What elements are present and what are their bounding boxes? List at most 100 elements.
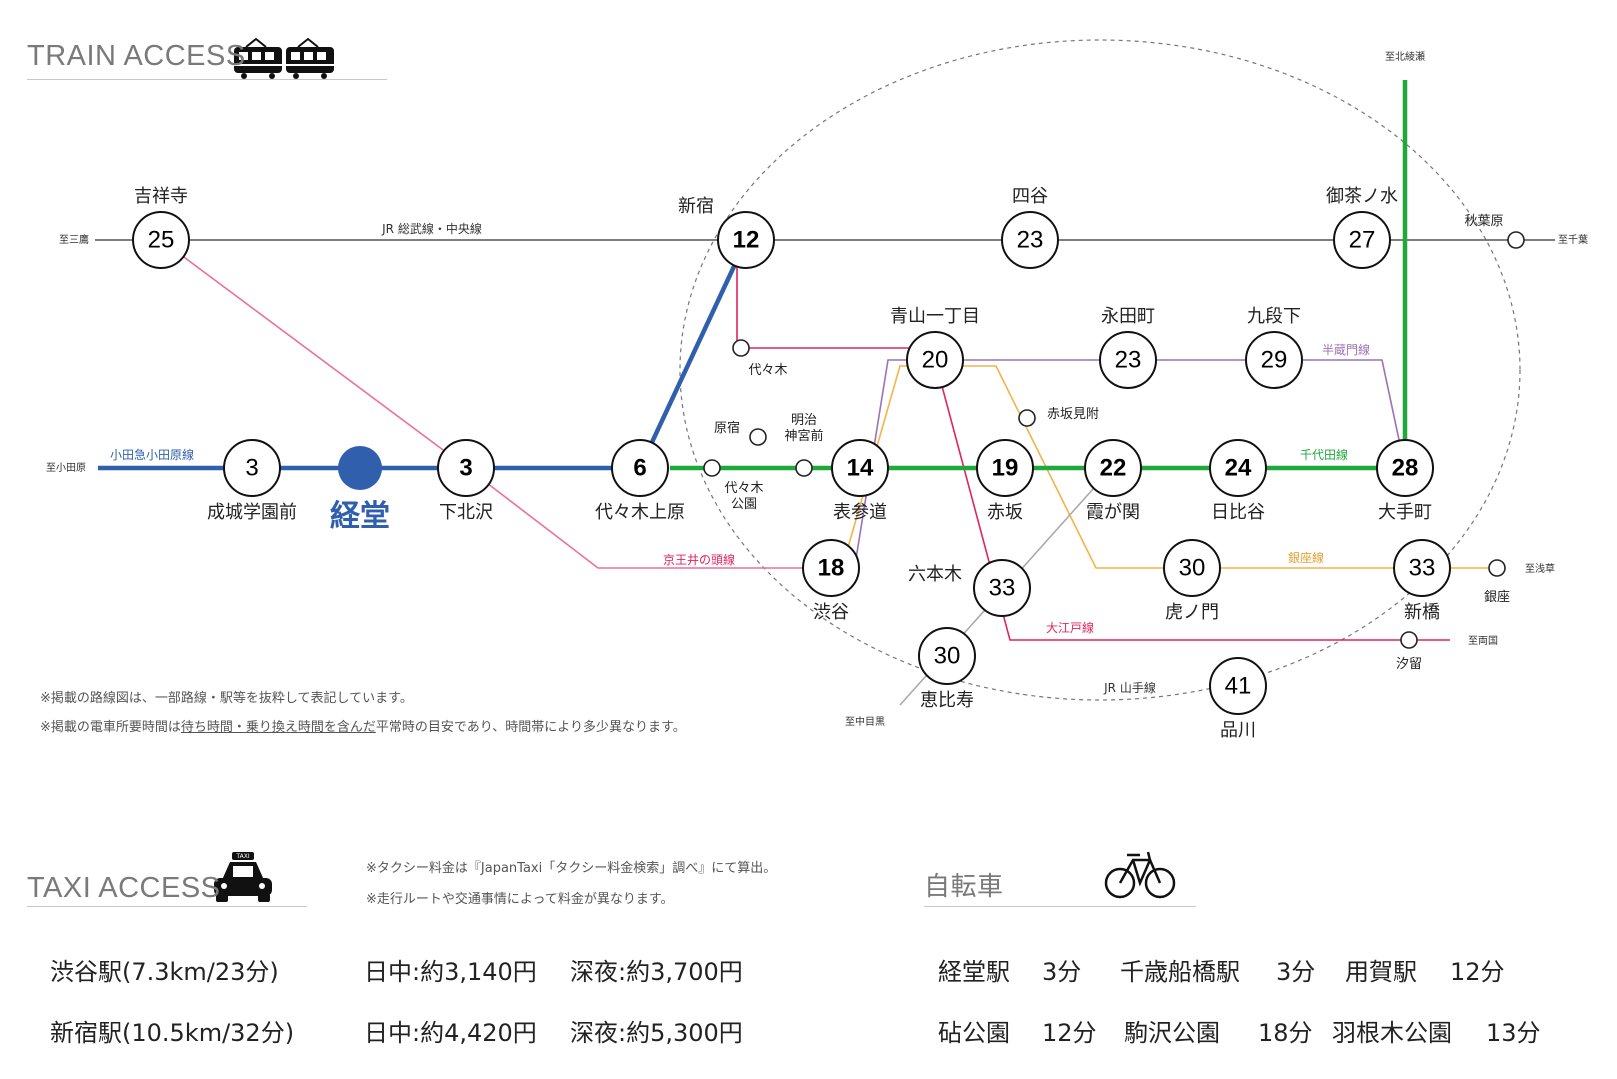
- station-marker-kichijoji: [132, 211, 190, 269]
- station-minutes-hibiya: 24: [1225, 454, 1252, 481]
- bike-place-4: 砧公園: [938, 1019, 1010, 1047]
- taxi-row-day-2: 日中:約4,420円: [364, 1019, 537, 1047]
- station-marker-shinjuku: [717, 211, 775, 269]
- station-name-omotesando: 表参道: [833, 502, 887, 523]
- station-name-yoyogiuehara: 代々木上原: [595, 502, 685, 523]
- station-marker-akasaka: [976, 439, 1034, 497]
- station-name-shinagawa: 品川: [1220, 720, 1256, 741]
- terminus-odawara: 至小田原: [46, 462, 86, 474]
- taxi-row-dest-2: 新宿駅(10.5km/32分): [50, 1019, 295, 1047]
- station-name-hibiya: 日比谷: [1211, 502, 1265, 523]
- station-minutes-nagatacho: 23: [1115, 346, 1142, 373]
- station-marker-toranomon: [1163, 539, 1221, 597]
- oedo-line-2: [934, 359, 1450, 641]
- station-marker-otemachi: [1376, 439, 1434, 497]
- station-minutes-ebisu: 30: [934, 642, 961, 669]
- station-marker-yoyogiuehara: [611, 439, 669, 497]
- station-name-yotsuya: 四谷: [1012, 186, 1048, 207]
- bike-place-3: 用賀駅: [1345, 958, 1417, 986]
- bike-place-2: 千歳船橋駅: [1120, 958, 1240, 986]
- label-chiyoda: 千代田線: [1300, 447, 1348, 462]
- label-keio: 京王井の頭線: [663, 552, 735, 567]
- taxi-icon: TAXI: [214, 852, 272, 902]
- small-station-name-ginza: 銀座: [1484, 590, 1510, 605]
- small-station-harajuku: [749, 428, 767, 446]
- bike-time-5: 18分: [1258, 1019, 1313, 1047]
- station-minutes-toranomon: 30: [1179, 554, 1206, 581]
- station-minutes-otemachi: 28: [1392, 454, 1419, 481]
- station-marker-aoyama: [906, 331, 964, 389]
- taxi-row-night-2: 深夜:約5,300円: [570, 1019, 743, 1047]
- small-station-name-meiji: 明治神宮前: [784, 413, 823, 444]
- taxi-row-night-1: 深夜:約3,700円: [570, 958, 743, 986]
- small-station-ginza: [1488, 559, 1506, 577]
- jr-yamanote-loop: [679, 39, 1521, 701]
- small-station-yoyogikoen: [703, 459, 721, 477]
- station-marker-shimokita: [437, 439, 495, 497]
- taxi-access-title: TAXI ACCESS: [27, 872, 221, 904]
- bicycle-icon: [1104, 851, 1176, 899]
- svg-text:TAXI: TAXI: [235, 853, 249, 860]
- small-station-name-akasakamitsuke: 赤坂見附: [1047, 407, 1099, 422]
- taxi-note-2: ※走行ルートや交通事情によって料金が異なります。: [366, 892, 674, 907]
- small-station-name-harajuku: 原宿: [714, 420, 740, 436]
- label-ginza: 銀座線: [1288, 550, 1324, 565]
- station-name-roppongi: 六本木: [908, 564, 962, 585]
- station-marker-ochanomizu: [1333, 211, 1391, 269]
- station-minutes-ochanomizu: 27: [1349, 226, 1376, 253]
- station-marker-roppongi: [973, 559, 1031, 617]
- train-note-1: ※掲載の路線図は、一部路線・駅等を抜粋して表記しています。: [40, 691, 413, 706]
- terminus-nakameguro: 至中目黒: [845, 715, 885, 728]
- station-minutes-yoyogiuehara: 6: [633, 454, 646, 481]
- station-minutes-omotesando: 14: [847, 454, 874, 481]
- station-minutes-kichijoji: 25: [148, 226, 175, 253]
- home-station-name: 経堂: [330, 499, 390, 534]
- station-minutes-roppongi: 33: [989, 574, 1016, 601]
- keio-inokashira-line: [160, 239, 834, 569]
- bike-time-1: 3分: [1042, 958, 1082, 986]
- bike-time-3: 12分: [1450, 958, 1505, 986]
- station-name-kichijoji: 吉祥寺: [134, 186, 188, 207]
- train-icon: [234, 37, 334, 79]
- station-marker-yotsuya: [1001, 211, 1059, 269]
- station-marker-kasumigaseki: [1084, 439, 1142, 497]
- train-note-2: ※掲載の電車所要時間は待ち時間・乗り換え時間を含んだ平常時の目安であり、時間帯に…: [40, 716, 686, 735]
- small-station-akasakamitsuke: [1018, 409, 1036, 427]
- bike-place-6: 羽根木公園: [1332, 1019, 1452, 1047]
- small-station-name-yoyogikoen: 代々木公園: [724, 481, 763, 512]
- terminus-asakusa: 至浅草: [1525, 562, 1555, 575]
- station-name-ochanomizu: 御茶ノ水: [1326, 186, 1398, 207]
- station-minutes-shimbashi: 33: [1409, 554, 1436, 581]
- station-minutes-shimokita: 3: [459, 454, 472, 481]
- station-name-nagatacho: 永田町: [1101, 306, 1155, 327]
- station-minutes-yotsuya: 23: [1017, 226, 1044, 253]
- terminus-chiba: 至千葉: [1558, 233, 1588, 246]
- station-marker-shibuya: [802, 539, 860, 597]
- small-station-shiodome: [1400, 631, 1418, 649]
- station-minutes-shinjuku: 12: [733, 226, 760, 253]
- home-station-marker: [338, 446, 382, 490]
- taxi-row-day-1: 日中:約3,140円: [364, 958, 537, 986]
- station-name-shimokita: 下北沢: [439, 502, 493, 523]
- train-title-rule: [27, 79, 387, 80]
- station-marker-hibiya: [1209, 439, 1267, 497]
- taxi-row-dest-1: 渋谷駅(7.3km/23分): [50, 958, 279, 986]
- small-station-yoyogi: [732, 339, 750, 357]
- train-note-2a: ※掲載の電車所要時間は: [40, 720, 181, 735]
- station-marker-seijo: [223, 439, 281, 497]
- oedo-line: [736, 258, 935, 349]
- ginza-line: [842, 365, 1505, 569]
- station-name-shimbashi: 新橋: [1404, 602, 1440, 623]
- odakyu-line: [98, 259, 740, 471]
- station-marker-shinagawa: [1209, 657, 1267, 715]
- label-yamanote: JR 山手線: [1103, 680, 1156, 695]
- station-minutes-kudanshita: 29: [1261, 346, 1288, 373]
- station-minutes-kasumigaseki: 22: [1100, 454, 1127, 481]
- bike-title-rule: [924, 906, 1196, 907]
- bike-time-6: 13分: [1486, 1019, 1541, 1047]
- terminus-kitaayase: 至北綾瀬: [1385, 50, 1425, 63]
- bike-place-5: 駒沢公園: [1124, 1019, 1220, 1047]
- bike-place-1: 経堂駅: [938, 958, 1010, 986]
- station-name-kasumigaseki: 霞が関: [1086, 502, 1140, 523]
